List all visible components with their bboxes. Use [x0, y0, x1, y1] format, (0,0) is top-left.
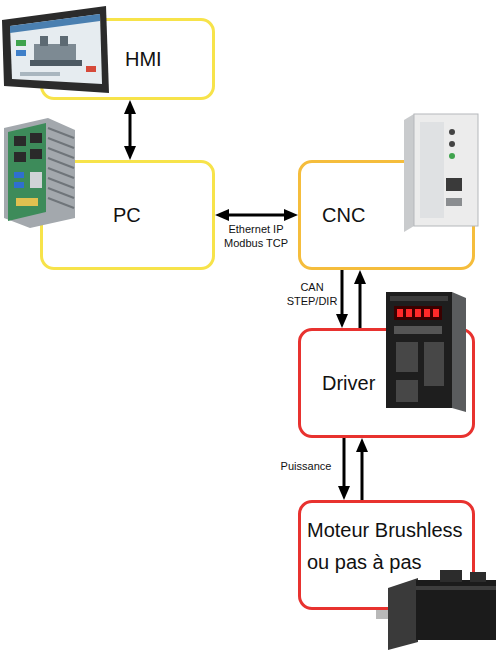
led-segments — [397, 309, 439, 317]
device-box: HMI — [40, 18, 215, 100]
connection-label: Ethernet IP Modbus TCP — [216, 222, 296, 250]
driver-connector — [424, 342, 444, 386]
device-box: Driver — [298, 328, 475, 438]
motor-connector — [440, 570, 462, 582]
pc-port — [30, 172, 42, 188]
led-display — [394, 306, 442, 320]
screen-button — [86, 66, 96, 72]
industrial-pc-illustration — [4, 118, 75, 228]
driver-body — [386, 292, 452, 408]
panel-bezel — [2, 6, 109, 93]
signal-arrow — [129, 108, 132, 152]
signal-arrow — [223, 214, 290, 217]
cnc-controller-illustration — [404, 114, 478, 232]
box-label: Driver — [322, 367, 375, 399]
pc-body — [4, 118, 75, 228]
box-label: HMI — [125, 43, 162, 75]
motor-illustration — [376, 570, 496, 650]
motor-flange — [388, 578, 418, 650]
device-box: Moteur Brushless ou pas à pas — [298, 500, 475, 610]
driver-connector — [396, 342, 418, 372]
pc-connector — [16, 198, 38, 206]
cnc-button — [449, 141, 455, 147]
device-box: PC — [40, 160, 215, 270]
machine-shape — [30, 60, 82, 66]
usb-port — [14, 182, 24, 188]
pc-port — [14, 152, 26, 162]
cnc-side — [404, 114, 414, 232]
motor-shaft — [376, 610, 390, 619]
device-box: CNC — [298, 160, 475, 270]
driver-side — [452, 292, 466, 412]
signal-arrow — [343, 438, 346, 492]
box-label: PC — [113, 199, 141, 231]
motor-connector — [470, 572, 486, 582]
screen-button — [16, 40, 26, 46]
motor-highlight — [416, 586, 496, 590]
pc-board-face — [8, 123, 46, 221]
pc-port — [30, 149, 42, 159]
screen-header — [10, 14, 100, 33]
pc-port — [14, 136, 26, 146]
hmi-panel-illustration — [2, 6, 109, 93]
panel-screen — [10, 14, 102, 84]
driver-keys — [394, 326, 442, 334]
usb-port — [14, 172, 24, 178]
connection-label: Puissance — [277, 459, 335, 473]
signal-arrow — [361, 446, 364, 500]
box-label: CNC — [322, 199, 365, 231]
driver-top-band — [390, 296, 448, 301]
signal-arrow — [359, 278, 362, 328]
screen-bar — [20, 72, 60, 76]
cnc-led — [449, 153, 455, 159]
cnc-body — [414, 114, 478, 226]
driver-connector — [396, 380, 418, 402]
machine-shape — [60, 36, 68, 46]
connection-label: CAN STEP/DIR — [283, 280, 341, 308]
machine-shape — [40, 36, 48, 46]
motor-body — [416, 580, 496, 640]
cnc-button — [449, 129, 455, 135]
cnc-connector — [446, 198, 462, 206]
ethernet-port — [446, 178, 462, 191]
machine-shape — [34, 44, 76, 60]
heatsink-fins — [48, 128, 74, 208]
signal-arrow — [341, 270, 344, 320]
servo-driver-illustration — [386, 292, 466, 412]
box-label: Moteur Brushless ou pas à pas — [307, 514, 472, 578]
pc-port — [30, 133, 42, 143]
screen-button — [16, 50, 26, 56]
cnc-front-strip — [420, 122, 444, 218]
